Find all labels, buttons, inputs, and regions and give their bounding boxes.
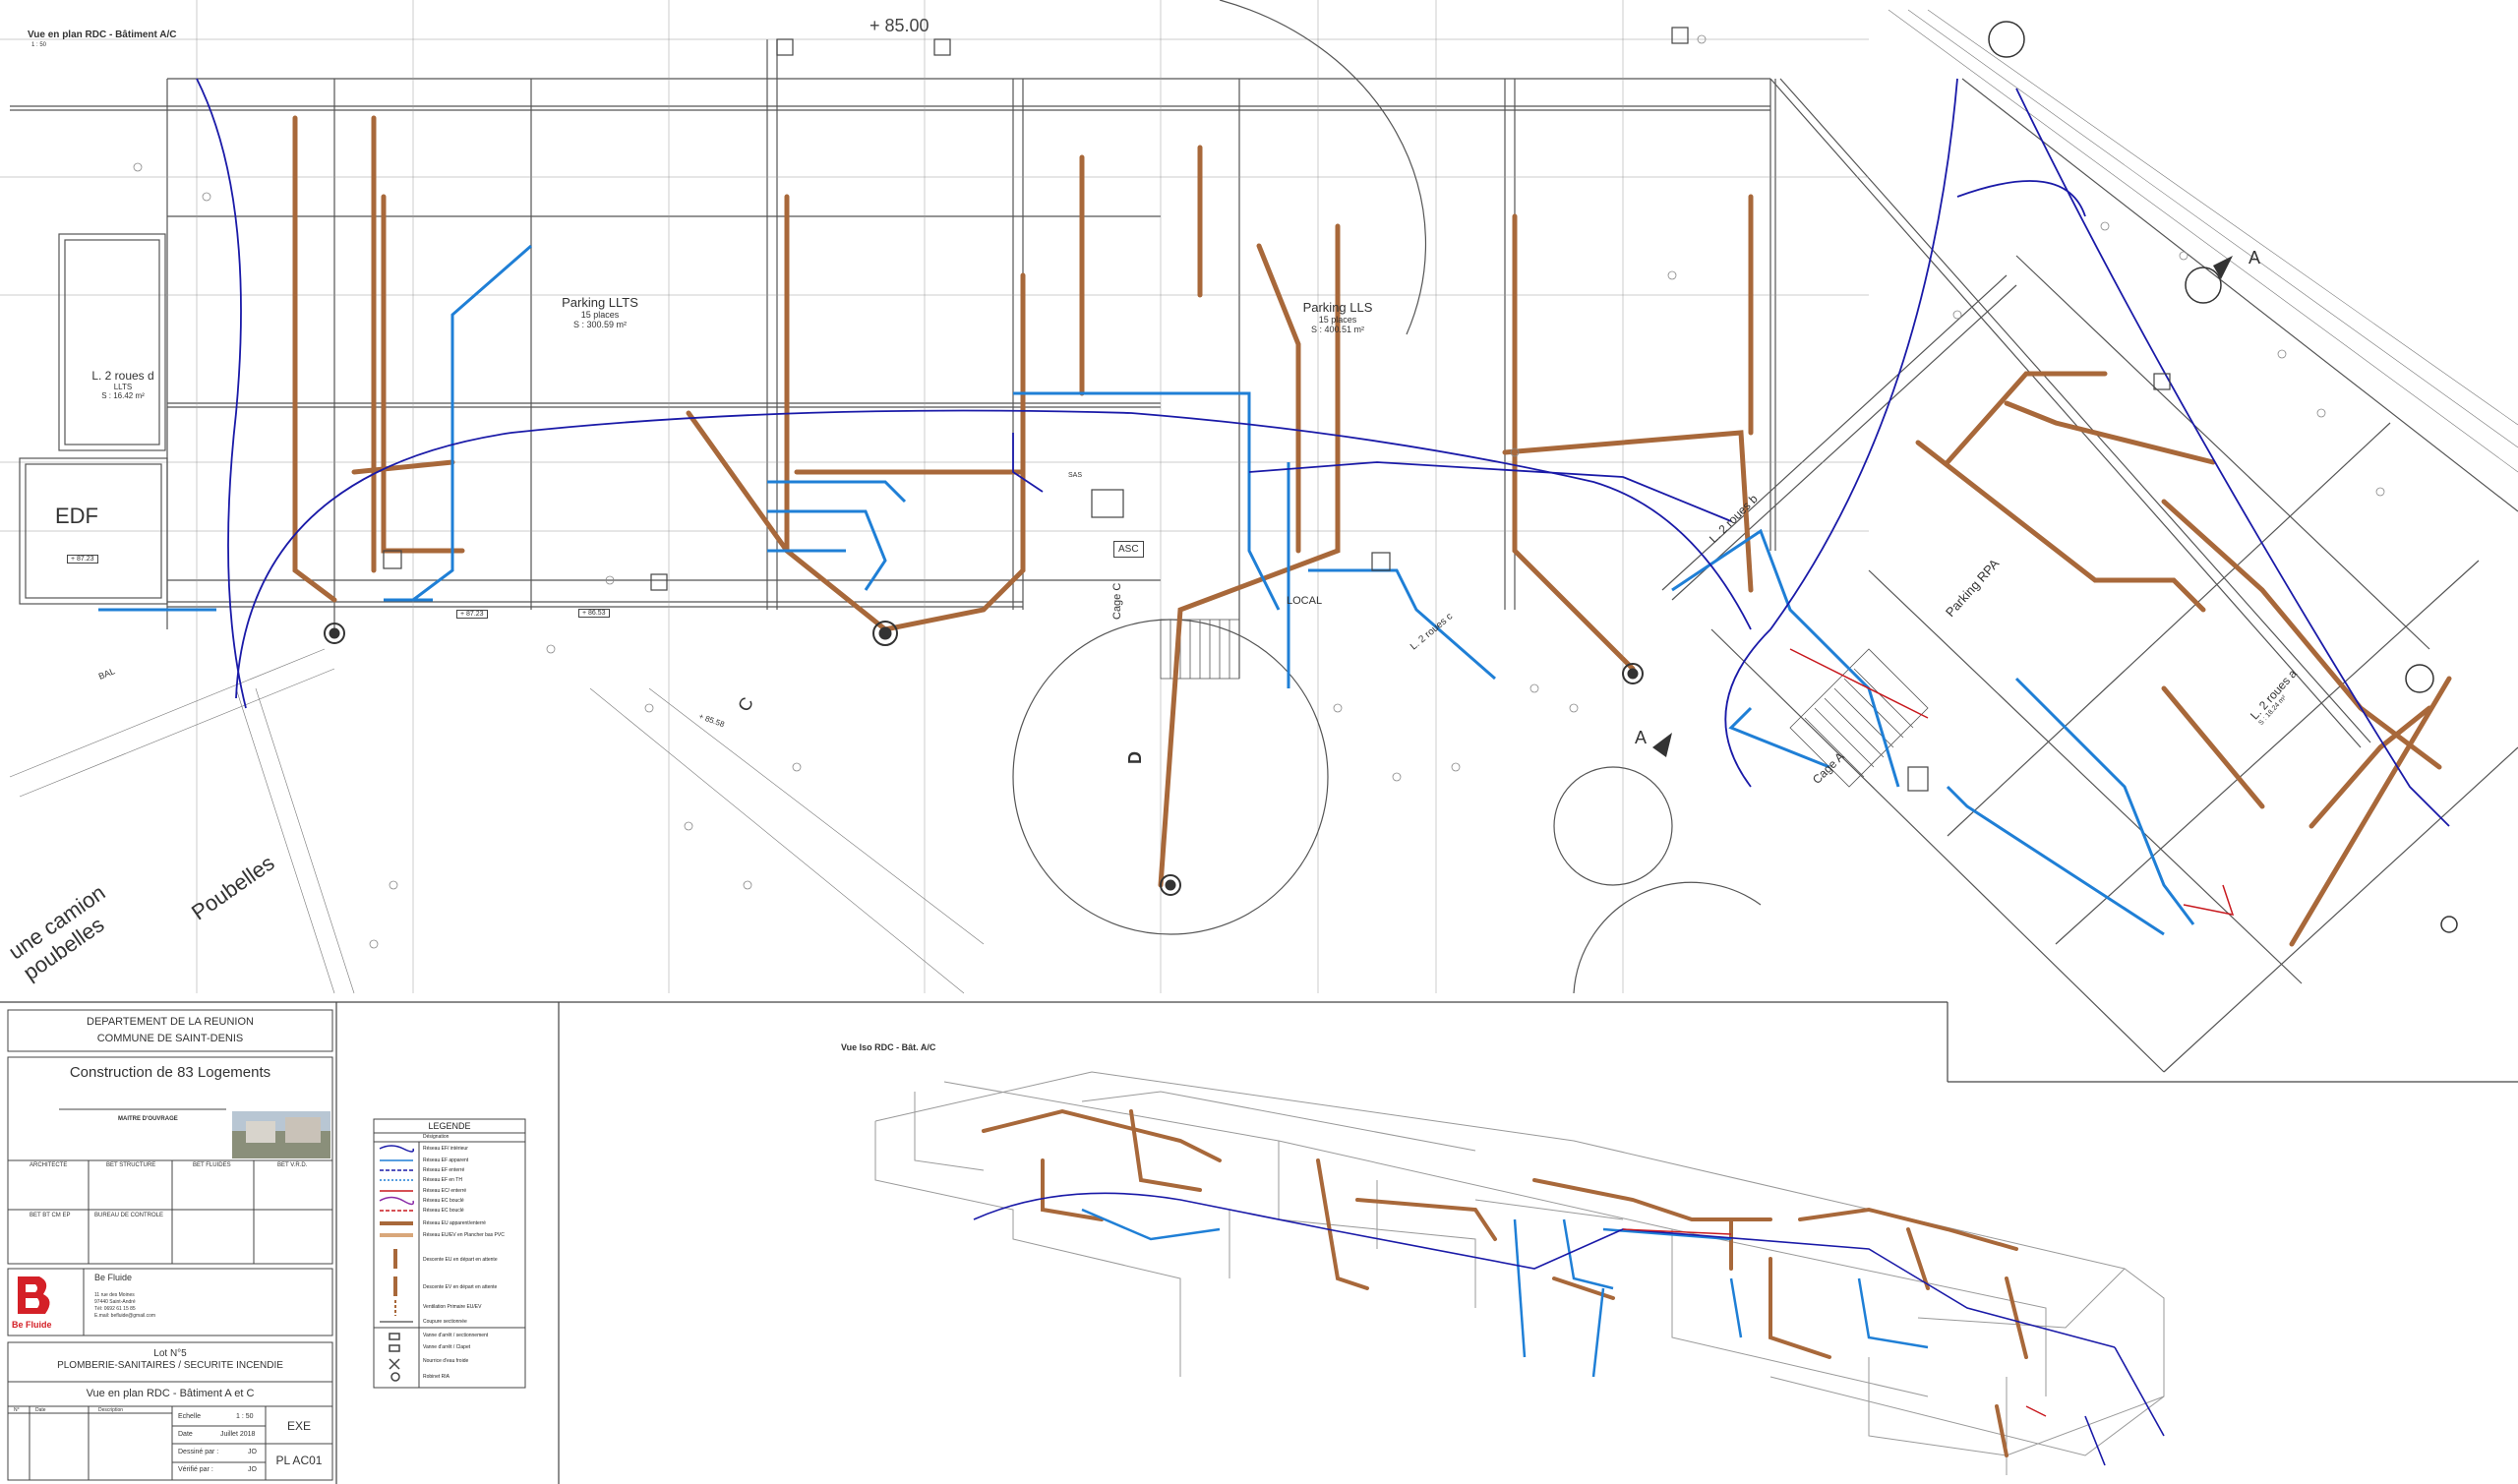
plan-scale: 1 : 50 — [31, 42, 47, 48]
room-sas: SAS — [1068, 472, 1083, 479]
grid-markers — [133, 34, 2385, 949]
level-tag: + 86.53 — [578, 609, 610, 618]
section-label-a: A — [1635, 728, 1648, 747]
left-rooms — [19, 233, 168, 605]
tb-sheet-no: PL AC01 — [275, 1454, 323, 1467]
legend-item: Ventilation Primaire EU/EV — [423, 1304, 482, 1310]
legend-item: Coupure sectionnée — [423, 1319, 467, 1325]
room-parking-lls: Parking LLS 15 places S : 400.51 m² — [1302, 300, 1373, 334]
stair-cage-a — [1789, 648, 1929, 788]
legend-item: Réseau EC bouclé — [423, 1198, 464, 1204]
plan-boundary — [0, 0, 2518, 1073]
legend-swatches — [379, 1145, 415, 1382]
tb-role: BUREAU DE CONTROLE — [94, 1213, 164, 1218]
level-mark-top: + 85.00 — [869, 16, 929, 35]
legend-title: LEGENDE — [428, 1121, 471, 1131]
tb-project: Construction de 83 Logements — [69, 1064, 271, 1081]
tb-role: BET V.R.D. — [277, 1162, 308, 1168]
drain-fixtures — [324, 21, 2458, 933]
legend-item: Réseau EF apparent — [423, 1158, 469, 1163]
iso-building-outline — [874, 1071, 2165, 1475]
room-edf: EDF — [55, 504, 98, 528]
hot-lines — [1789, 648, 2235, 916]
legend: LEGENDE Désignation Réseau EF/ intérieur… — [374, 1119, 525, 1388]
legend-frame — [373, 1118, 526, 1389]
legend-item: Descente EV en départ en attente — [423, 1284, 498, 1290]
tb-meta-val: Juillet 2018 — [220, 1431, 256, 1438]
room-parking-llts: Parking LLTS 15 places S : 300.59 m² — [562, 295, 638, 329]
tb-rev-header: Description — [98, 1407, 124, 1413]
befluide-logo-mark — [18, 1276, 50, 1314]
iso-title: Vue Iso RDC - Bât. A/C — [841, 1042, 936, 1052]
legend-item: Réseau EF enterré — [423, 1167, 465, 1173]
level-tag: + 87.23 — [67, 555, 98, 564]
tb-meta-key: Vérifié par : — [178, 1466, 213, 1473]
tb-meta-key: Echelle — [178, 1413, 201, 1420]
tb-role: BET FLUIDES — [193, 1162, 231, 1168]
legend-item: Réseau EF/ intérieur — [423, 1146, 468, 1152]
title-block-frame — [7, 1009, 333, 1481]
section-label-a: A — [2248, 248, 2261, 267]
tb-meta-val: JO — [248, 1466, 257, 1473]
tb-company-logo-text: Be Fluide — [12, 1320, 52, 1330]
tb-department: DEPARTEMENT DE LA REUNION — [87, 1016, 254, 1028]
room-cage-c: Cage C — [1111, 582, 1123, 620]
tb-sheet-title: Vue en plan RDC - Bâtiment A et C — [86, 1388, 255, 1399]
section-arrows — [1652, 256, 2233, 757]
tb-rev-header: Date — [35, 1407, 46, 1413]
sheet-frames — [0, 1001, 2518, 1484]
tb-address: 11 rue des Moines — [94, 1292, 135, 1298]
iso-drain-pipes — [982, 1108, 2028, 1457]
legend-item: Nourrice d'eau froide — [423, 1358, 469, 1364]
tb-address: 97440 Saint-André — [94, 1299, 136, 1305]
plan-title: Vue en plan RDC - Bâtiment A/C — [28, 30, 177, 40]
room-local: LOCAL — [1287, 595, 1323, 607]
legend-item: Robinet RIA — [423, 1374, 450, 1380]
legend-item: Réseau EU/EV en Plancher bas PVC — [423, 1232, 505, 1238]
tb-role: BET STRUCTURE — [106, 1162, 156, 1168]
supply-lines — [196, 78, 2450, 827]
water-pipes — [98, 244, 2195, 936]
iso-supply-lines — [973, 1192, 2165, 1466]
tb-phase: EXE — [286, 1419, 311, 1433]
tb-lot: Lot N°5 — [153, 1348, 187, 1359]
tb-address: E.mail: befluide@gmail.com — [94, 1313, 156, 1319]
drainage-pipes — [292, 115, 2452, 947]
legend-item: Réseau EC bouclé — [423, 1208, 464, 1214]
owner-photo — [232, 1111, 330, 1158]
tb-owner: MAITRE D'OUVRAGE — [118, 1116, 178, 1122]
room-l2-roues-d: L. 2 roues d LLTS S : 16.42 m² — [91, 369, 154, 400]
legend-item: Réseau EC/ enterré — [423, 1188, 467, 1194]
legend-item: Descente EU en départ en attente — [423, 1257, 498, 1263]
ramp-circle — [1012, 0, 1762, 994]
iso-water-pipes — [1081, 1208, 1929, 1378]
iso-hot-lines — [1622, 1228, 2047, 1417]
tb-meta-val: JO — [248, 1449, 257, 1455]
shafts — [383, 27, 2171, 792]
tb-meta-key: Date — [178, 1431, 193, 1438]
stair-cage-c — [1160, 619, 1240, 680]
tb-rev-header: N° — [14, 1407, 20, 1413]
level-tag: + 87.23 — [456, 610, 488, 619]
room-asc: ASC — [1113, 541, 1144, 558]
tb-company: Be Fluide — [94, 1273, 133, 1282]
tb-address: Tél: 0692 61 15 85 — [94, 1306, 136, 1312]
legend-item: Vanne d'arrêt / Clapet — [423, 1344, 471, 1350]
hatched-walls — [9, 9, 2518, 994]
legend-item: Vanne d'arrêt / sectionnement — [423, 1333, 489, 1338]
tb-role: BET BT CM EP — [30, 1213, 71, 1218]
legend-item: Réseau EF en TH — [423, 1177, 462, 1183]
tb-meta-val: 1 : 50 — [236, 1413, 254, 1420]
tb-commune: COMMUNE DE SAINT-DENIS — [96, 1033, 244, 1044]
section-label-d: D — [1125, 751, 1145, 764]
tb-role: ARCHITECTE — [30, 1162, 68, 1168]
tb-meta-key: Dessiné par : — [178, 1449, 219, 1455]
tb-lot-desc: PLOMBERIE-SANITAIRES / SECURITE INCENDIE — [57, 1360, 283, 1371]
legend-subtitle: Désignation — [423, 1134, 450, 1140]
legend-item: Réseau EU apparent/enterré — [423, 1220, 486, 1226]
